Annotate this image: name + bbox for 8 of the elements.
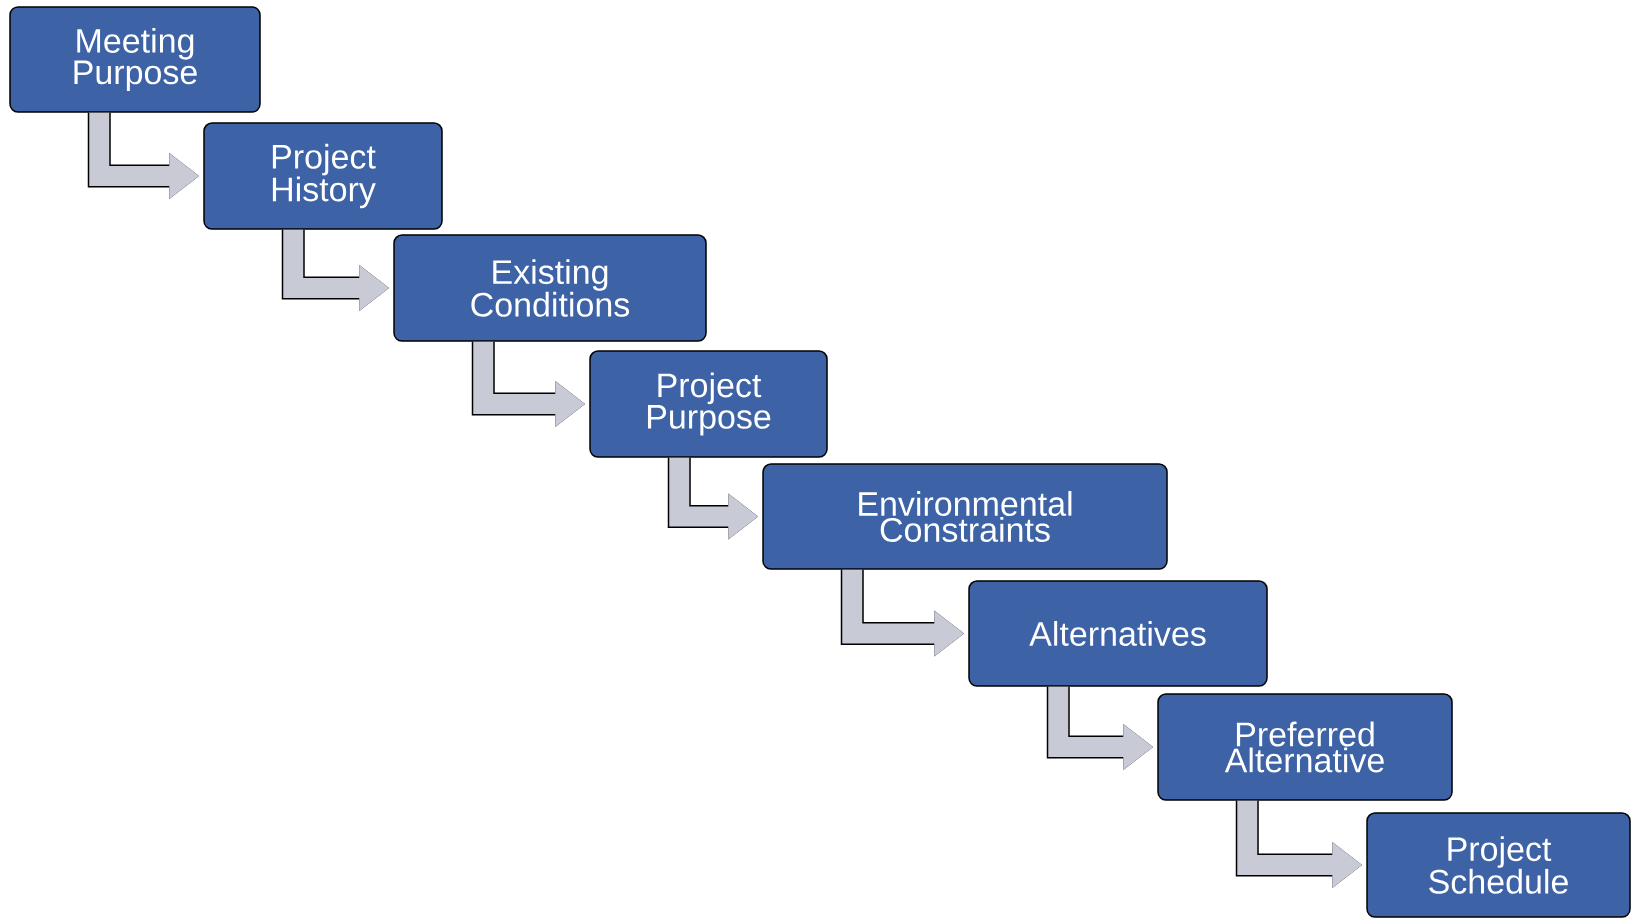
process-box: Project Purpose <box>589 350 828 458</box>
process-box: Preferred Alternative <box>1157 693 1453 801</box>
process-box: Meeting Purpose <box>9 6 261 113</box>
process-box: Project History <box>203 122 443 230</box>
process-box: Alternatives <box>968 580 1268 687</box>
process-box: Existing Conditions <box>393 234 707 342</box>
process-box: Environmental Constraints <box>762 463 1168 570</box>
process-box: Project Schedule <box>1366 812 1631 918</box>
